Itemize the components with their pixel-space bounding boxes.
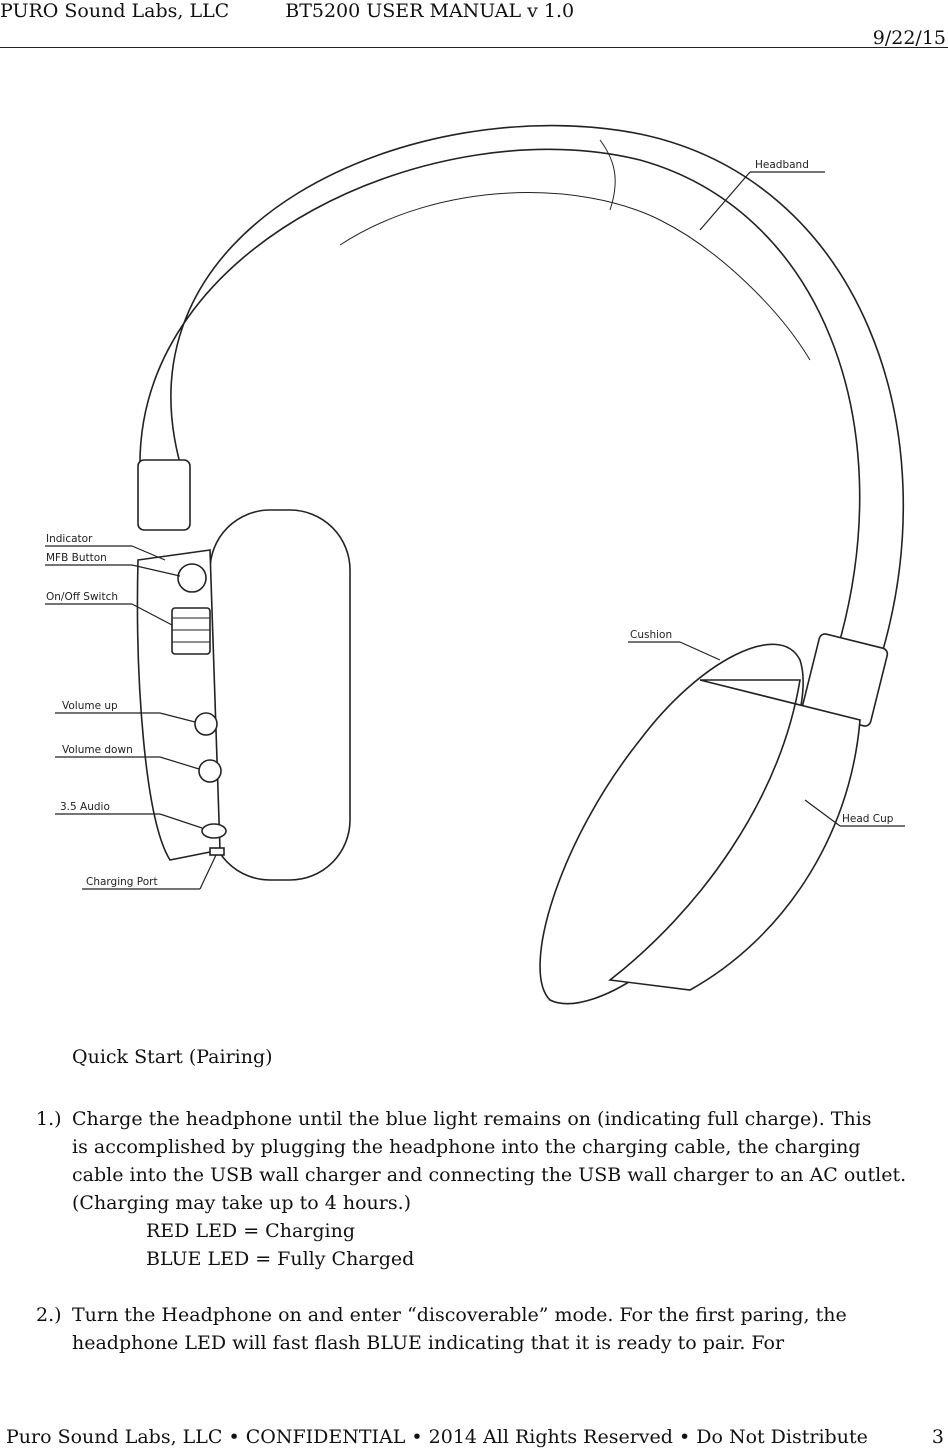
page-number: 3 bbox=[931, 1426, 944, 1448]
volume-down-mark bbox=[198, 759, 222, 783]
callout-mfb: MFB Button bbox=[45, 552, 181, 577]
step-2-line-1: Turn the Headphone on and enter “discove… bbox=[72, 1304, 847, 1326]
page-footer: Puro Sound Labs, LLC • CONFIDENTIAL • 20… bbox=[6, 1424, 944, 1450]
charging-port-mark bbox=[209, 847, 225, 856]
onoff-switch-mark bbox=[171, 607, 211, 655]
callout-headband-label: Headband bbox=[755, 159, 809, 171]
step-1-line-3: cable into the USB wall charger and conn… bbox=[72, 1164, 907, 1186]
section-title: Quick Start (Pairing) bbox=[72, 1046, 273, 1068]
step-1-line-1: Charge the headphone until the blue ligh… bbox=[72, 1108, 872, 1130]
led-red: RED LED = Charging bbox=[146, 1220, 355, 1242]
header-date: 9/22/15 bbox=[872, 27, 946, 49]
step-1-line-4: (Charging may take up to 4 hours.) bbox=[72, 1192, 412, 1214]
callout-volup: Volume up bbox=[55, 700, 196, 723]
header-company: PURO Sound Labs, LLC bbox=[0, 0, 230, 22]
led-blue: BLUE LED = Fully Charged bbox=[146, 1248, 415, 1270]
callout-indicator: Indicator bbox=[45, 533, 166, 561]
header-title: PURO Sound Labs, LLC BT5200 USER MANUAL v… bbox=[0, 0, 574, 22]
left-yoke bbox=[137, 459, 191, 531]
headband-seam bbox=[599, 139, 616, 211]
step-2-body: Turn the Headphone on and enter “discove… bbox=[72, 1301, 948, 1357]
headband-padding bbox=[339, 192, 811, 361]
callout-audio-label: 3.5 Audio bbox=[60, 801, 110, 813]
callout-volup-label: Volume up bbox=[62, 700, 118, 712]
step-1-body: Charge the headphone until the blue ligh… bbox=[72, 1105, 948, 1273]
callout-charging-label: Charging Port bbox=[86, 876, 158, 888]
callout-audio: 3.5 Audio bbox=[55, 801, 203, 829]
footer-text: Puro Sound Labs, LLC • CONFIDENTIAL • 20… bbox=[6, 1426, 868, 1448]
callout-onoff-label: On/Off Switch bbox=[46, 591, 118, 603]
step-1-line-2: is accomplished by plugging the headphon… bbox=[72, 1136, 861, 1158]
callout-onoff: On/Off Switch bbox=[45, 591, 173, 626]
right-headcup bbox=[607, 679, 861, 991]
step-2-line-2: headphone LED will fast flash BLUE indic… bbox=[72, 1332, 785, 1354]
audio-jack-mark bbox=[201, 823, 227, 839]
callout-charging: Charging Port bbox=[82, 854, 217, 890]
callout-voldown-label: Volume down bbox=[62, 744, 133, 756]
callout-mfb-label: MFB Button bbox=[46, 552, 107, 564]
header-rule bbox=[0, 47, 948, 48]
callout-headcup-label: Head Cup bbox=[842, 813, 894, 825]
callout-cushion: Cushion bbox=[628, 629, 721, 661]
callout-headband: Headband bbox=[699, 159, 825, 231]
headband-shape bbox=[139, 124, 905, 662]
volume-up-mark bbox=[194, 712, 218, 736]
header-manual-title: BT5200 USER MANUAL v 1.0 bbox=[285, 0, 575, 22]
left-cushion bbox=[209, 509, 351, 881]
callout-voldown: Volume down bbox=[55, 744, 200, 770]
callout-headcup: Head Cup bbox=[804, 799, 905, 827]
step-1-number: 1.) bbox=[36, 1108, 62, 1130]
step-2-number: 2.) bbox=[36, 1304, 62, 1326]
callout-cushion-label: Cushion bbox=[630, 629, 672, 641]
headphone-diagram: Headband Indicator MFB Button On/Off Swi… bbox=[20, 120, 920, 1010]
headphone-illustration: Headband Indicator MFB Button On/Off Swi… bbox=[45, 124, 905, 1005]
callout-indicator-label: Indicator bbox=[46, 533, 93, 545]
mfb-button-mark bbox=[177, 563, 207, 593]
